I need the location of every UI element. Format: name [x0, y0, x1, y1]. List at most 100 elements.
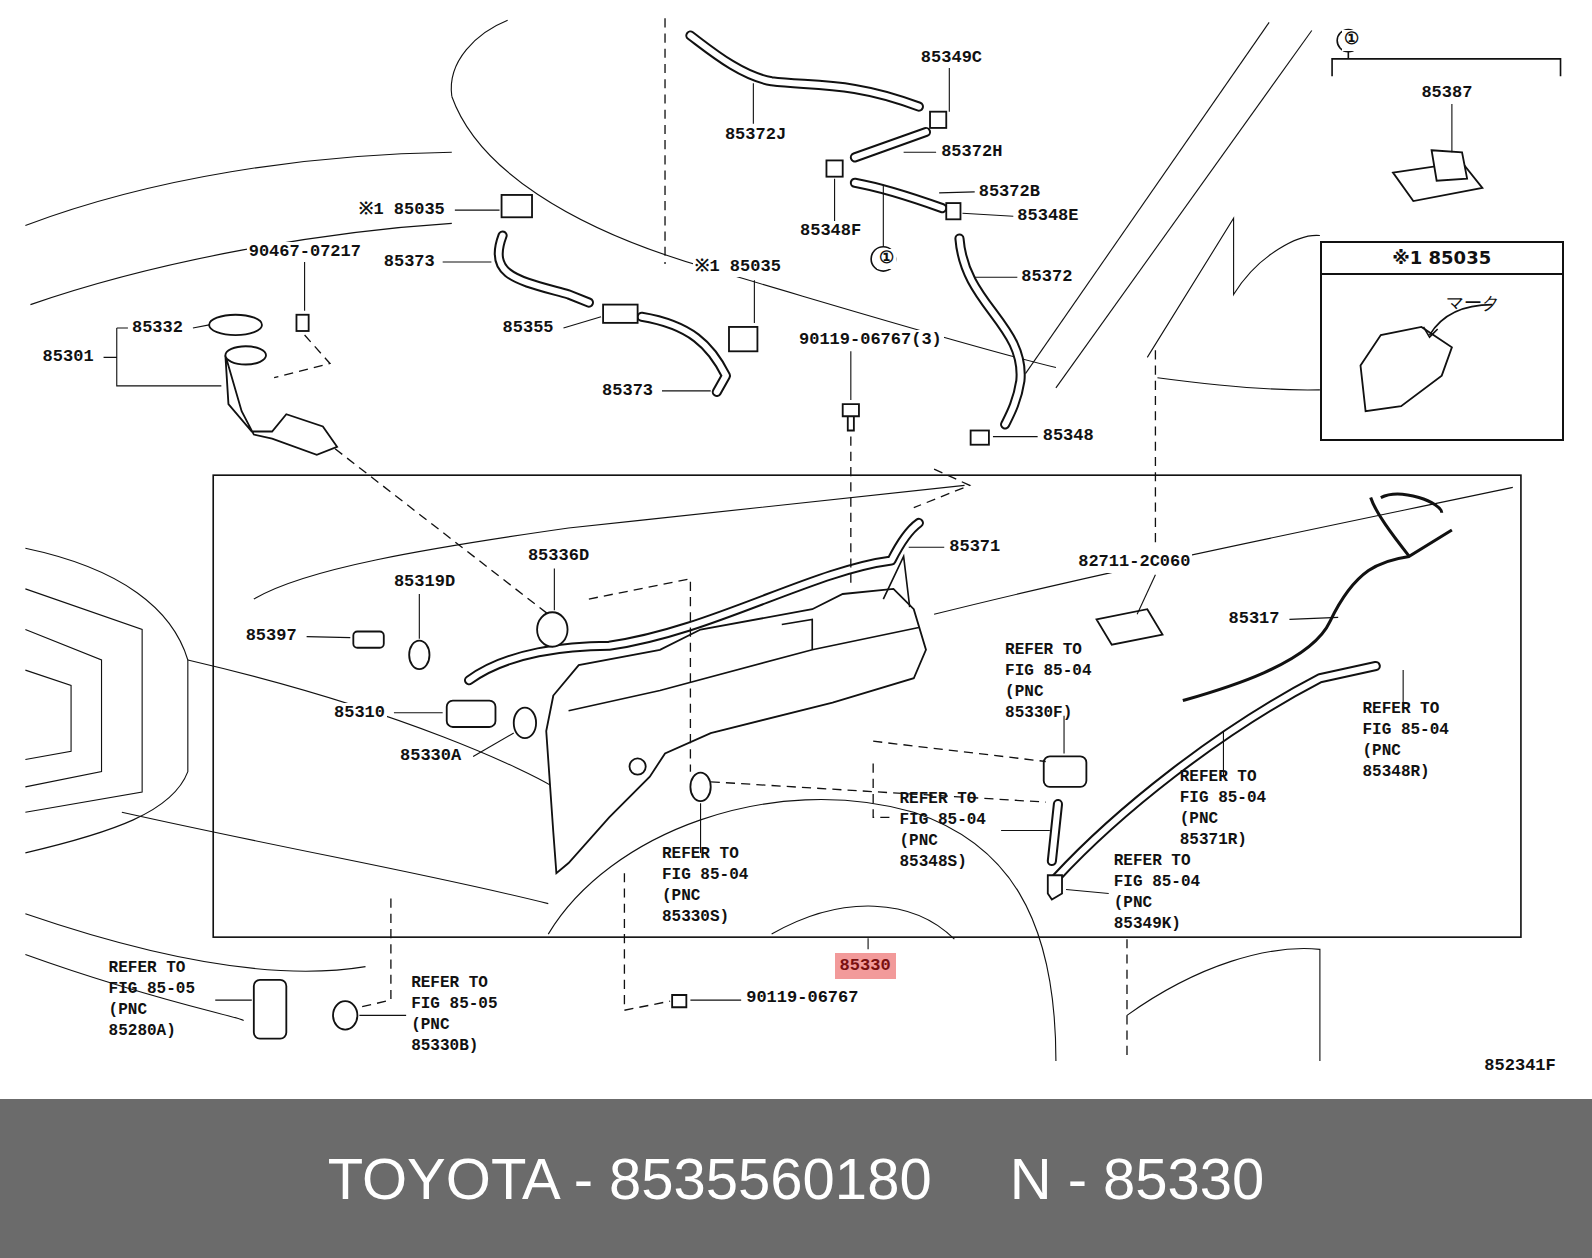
part-number: 85373 [600, 381, 655, 401]
pump [447, 701, 496, 727]
mark-note: マーク [1446, 291, 1500, 315]
leader-line [455, 210, 500, 211]
reference-note: REFER TO FIG 85-04 (PNC 85371R) [1178, 767, 1292, 851]
leader-line [359, 1015, 406, 1016]
washer-tank [782, 619, 812, 649]
assembly-line [1155, 350, 1156, 543]
part-number: 85349C [919, 48, 984, 68]
wire [1371, 498, 1410, 557]
leader-line [394, 712, 443, 713]
hose [959, 239, 1020, 425]
bolt [672, 995, 686, 1007]
hose [855, 183, 942, 208]
assembly-line [873, 764, 891, 818]
leader-line [904, 152, 936, 153]
joint [946, 203, 960, 219]
leader-line [304, 262, 305, 311]
grille-line [25, 630, 101, 787]
assembly-line [873, 741, 1046, 761]
fender-line [772, 906, 955, 939]
part-number: 85397 [244, 626, 299, 646]
part-number: 85348 [1041, 426, 1096, 446]
leader-line [868, 938, 869, 949]
part-number: 85332 [130, 318, 185, 338]
nozzle [502, 195, 532, 217]
part-number: 85301 [41, 347, 96, 367]
nozzle [1361, 327, 1452, 411]
bulb [353, 632, 383, 648]
pump [1044, 756, 1087, 786]
reference-note: REFER TO FIG 85-04 (PNC 85349K) [1112, 851, 1226, 935]
body-line [1127, 949, 1320, 1061]
grommet [333, 1001, 357, 1029]
wire [1381, 494, 1442, 513]
hose [855, 183, 942, 208]
reference-note: REFER TO FIG 85-04 (PNC 85348R) [1361, 699, 1475, 783]
hose [690, 36, 918, 107]
grommet [514, 708, 536, 738]
body-line [1056, 30, 1312, 387]
title-band: TOYOTA - 8535560180N - 85330 [0, 1099, 1592, 1258]
part-number: 85348E [1015, 206, 1080, 226]
hose [1052, 804, 1058, 861]
part-number: 85372B [977, 182, 1042, 202]
leader-line [1066, 889, 1109, 893]
figure-number: 852341F [1482, 1056, 1557, 1076]
part-number: 85387 [1419, 83, 1474, 103]
joint [930, 112, 946, 128]
leader-line [949, 67, 950, 112]
bracket [1332, 59, 1560, 76]
assembly-line [1126, 939, 1127, 1061]
inset-box: ※1 85035マーク [1320, 241, 1564, 441]
joint [971, 431, 989, 445]
part-number: 85372H [939, 142, 1004, 162]
leader-line [850, 351, 851, 400]
reference-note: REFER TO FIG 85-04 (PNC 85330F) [1003, 640, 1117, 724]
leader-line [662, 390, 711, 391]
grommet [690, 773, 710, 801]
leader-line [1289, 617, 1338, 619]
part-number: ※1 85035 [693, 257, 782, 277]
part-number: 85317 [1226, 609, 1281, 629]
filler-neck [225, 346, 266, 364]
reference-note: REFER TO FIG 85-04 (PNC 85330S) [660, 844, 774, 928]
hose [855, 132, 926, 157]
fender-line [548, 800, 1056, 1061]
reference-note: REFER TO FIG 85-04 (PNC 85348S) [898, 789, 1012, 873]
leader-line [554, 569, 555, 611]
part-number: 85330A [398, 746, 463, 766]
leader-line [1451, 104, 1452, 153]
callout-circle [871, 247, 895, 271]
assembly-line [589, 579, 691, 772]
part-number: ※1 85035 [357, 200, 446, 220]
leader-line [939, 192, 975, 193]
mark-arrow [1423, 327, 1437, 337]
hose [855, 132, 926, 157]
body-line [25, 548, 187, 853]
leader-line [753, 83, 754, 124]
part-number-title: TOYOTA - 8535560180 [328, 1145, 932, 1212]
hose [499, 236, 589, 303]
assembly-line [359, 899, 390, 1008]
body-line [25, 152, 451, 225]
washer-tank [629, 758, 645, 774]
part-number: 85310 [332, 703, 387, 723]
body-line [1157, 378, 1319, 390]
hose [1056, 666, 1376, 878]
nozzle [729, 327, 757, 351]
hose [959, 239, 1020, 425]
part-number: 90119-06767 [744, 988, 860, 1008]
body-line [451, 20, 507, 96]
filler-neck [225, 355, 337, 455]
bracket-part [1097, 609, 1163, 645]
assembly-line [274, 335, 330, 378]
assembly-line [664, 18, 665, 264]
part-number: 85330 [840, 955, 891, 977]
leader-line [193, 325, 209, 328]
hose [1052, 804, 1058, 861]
joint [826, 160, 842, 176]
assembly-line [711, 782, 1046, 802]
grommet [537, 612, 567, 647]
clip [296, 315, 308, 331]
